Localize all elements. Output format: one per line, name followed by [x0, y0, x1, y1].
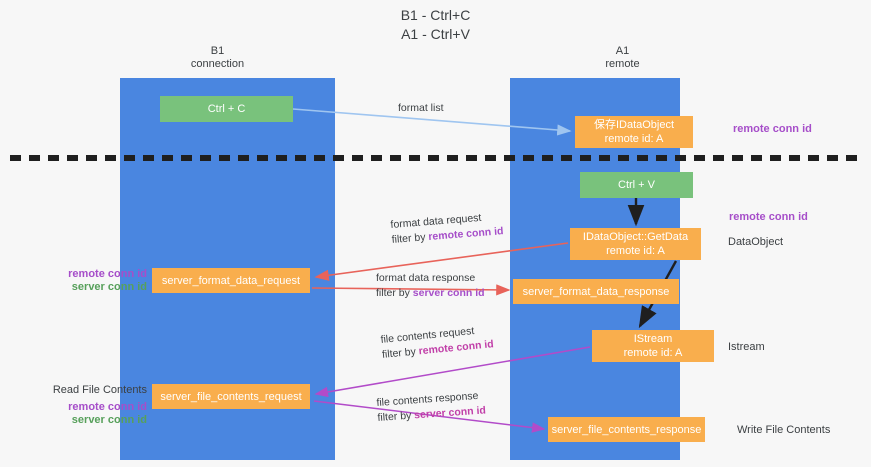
annotation-read-file-contents: Read File Contents: [52, 384, 147, 396]
page-title: B1 - Ctrl+C A1 - Ctrl+V: [0, 6, 871, 44]
box-idataobject-getdata[interactable]: IDataObject::GetData remote id: A: [570, 228, 701, 260]
box-ctrl-c[interactable]: Ctrl + C: [160, 96, 293, 122]
box-ctrl-v[interactable]: Ctrl + V: [580, 172, 693, 198]
filter-prefix: filter by: [376, 287, 413, 299]
annotation-istream: Istream: [728, 341, 765, 353]
filter-value-server-conn-id: server conn id: [413, 404, 487, 422]
filter-value-server-conn-id: server conn id: [412, 287, 485, 299]
arrow-file-contents-response: [313, 400, 546, 433]
annotation-left-conn-ids-1: remote conn id server conn id: [22, 268, 147, 294]
edge-label-format-list: format list: [398, 101, 444, 116]
filter-prefix: filter by: [391, 231, 429, 246]
arrow-format-list: [292, 108, 572, 136]
arrow-file-contents-request: [314, 346, 591, 398]
column-b1-role: connection: [190, 58, 245, 70]
annotation-remote-conn-id-top: remote conn id: [733, 123, 812, 135]
box-server-file-contents-request-label: server_file_contents_request: [160, 390, 302, 403]
edge-label-format-data-response-text: format data response: [376, 272, 476, 284]
box-istream[interactable]: IStream remote id: A: [592, 330, 714, 362]
box-istream-line1: IStream: [633, 333, 673, 345]
annotation-remote-conn-id-mid: remote conn id: [729, 211, 808, 223]
annotation-left-remote-conn-id-1: remote conn id: [68, 268, 147, 280]
column-header-a1: A1 remote: [560, 45, 685, 71]
column-a1-name: A1: [615, 45, 630, 57]
annotation-left-conn-ids-2: remote conn id server conn id: [22, 401, 147, 427]
edge-label-format-data-response-filter: filter by server conn id: [376, 286, 485, 301]
column-a1-role: remote: [605, 58, 640, 70]
annotation-left-remote-conn-id-2: remote conn id: [68, 401, 147, 413]
box-server-format-data-response[interactable]: server_format_data_response: [513, 279, 679, 304]
box-ctrl-c-label: Ctrl + C: [207, 103, 246, 115]
box-save-idataobject-line1: 保存IDataObject: [593, 119, 675, 131]
title-line-1: B1 - Ctrl+C: [400, 7, 471, 23]
box-save-idataobject-line2: remote id: A: [604, 133, 664, 145]
arrow-format-data-response: [311, 284, 511, 296]
title-line-2: A1 - Ctrl+V: [401, 26, 470, 42]
annotation-left-server-conn-id-2: server conn id: [71, 414, 147, 426]
box-server-format-data-request[interactable]: server_format_data_request: [152, 268, 310, 293]
box-server-format-data-response-label: server_format_data_response: [522, 285, 670, 298]
annotation-write-file-contents: Write File Contents: [737, 424, 831, 436]
box-getdata-line2: remote id: A: [606, 245, 665, 257]
box-getdata-line1: IDataObject::GetData: [582, 231, 689, 243]
box-save-idataobject[interactable]: 保存IDataObject remote id: A: [575, 116, 693, 148]
filter-prefix: filter by: [381, 345, 420, 361]
column-header-b1: B1 connection: [155, 45, 280, 71]
box-ctrl-v-label: Ctrl + V: [618, 179, 655, 191]
annotation-dataobject: DataObject: [728, 236, 784, 248]
arrow-format-data-request: [314, 242, 569, 281]
annotation-left-server-conn-id-1: server conn id: [71, 281, 147, 293]
box-server-file-contents-response[interactable]: server_file_contents_response: [548, 417, 705, 442]
filter-prefix: filter by: [377, 409, 415, 424]
edge-label-format-list-text: format list: [398, 102, 444, 114]
box-server-file-contents-request[interactable]: server_file_contents_request: [152, 384, 310, 409]
box-server-format-data-request-label: server_format_data_request: [161, 274, 301, 287]
box-istream-line2: remote id: A: [623, 347, 683, 359]
edge-label-format-data-response: format data response filter by server co…: [376, 271, 485, 301]
box-server-file-contents-response-label: server_file_contents_response: [551, 423, 702, 436]
column-b1-name: B1: [210, 45, 225, 57]
